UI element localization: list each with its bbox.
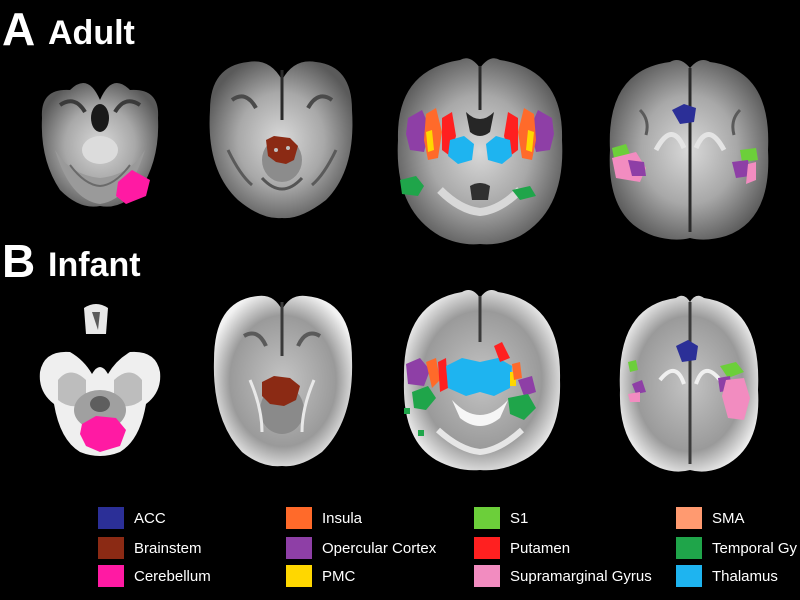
adult-slice-cerebellum: [41, 82, 159, 207]
infant-temporal-right-roi: [508, 394, 536, 420]
legend-item-putamen: Putamen: [474, 536, 570, 560]
legend-swatch: [98, 507, 124, 529]
legend-label: Cerebellum: [134, 567, 211, 585]
infant-temporal-left-roi: [412, 386, 436, 410]
infant-insula-right-roi: [512, 362, 522, 380]
legend: ACC Brainstem Cerebellum Insula Opercula…: [0, 500, 800, 600]
infant-putamen-left-roi: [438, 358, 448, 392]
adult-thalamus-left-roi: [448, 136, 474, 164]
infant-acc-roi: [676, 340, 698, 362]
panel-title-adult: Adult: [48, 14, 135, 52]
legend-label: Putamen: [510, 539, 571, 557]
legend-item-brainstem: Brainstem: [98, 536, 202, 560]
legend-item-acc: ACC: [98, 506, 166, 530]
infant-putamen-right-roi: [494, 342, 510, 362]
infant-cerebellum-roi: [80, 416, 126, 452]
infant-slice-supramarginal: [619, 295, 759, 472]
adult-brainstem-roi: [266, 136, 298, 164]
adult-slice-basal-ganglia: [397, 58, 563, 245]
legend-swatch: [676, 537, 702, 559]
legend-swatch: [286, 537, 312, 559]
infant-opercular-right-roi: [518, 376, 536, 396]
legend-swatch: [474, 537, 500, 559]
infant-slice-cerebellum: [39, 304, 161, 456]
legend-label: Brainstem: [134, 539, 202, 557]
legend-label: Insula: [322, 509, 363, 527]
infant-s1-right-roi: [720, 362, 744, 378]
legend-item-cerebellum: Cerebellum: [98, 564, 211, 588]
legend-swatch: [98, 537, 124, 559]
legend-label: Supramarginal Gyrus: [510, 567, 652, 585]
legend-item-supramarginal-gyrus: Supramarginal Gyrus: [474, 564, 652, 588]
panel-letter-b: B: [2, 235, 36, 287]
legend-label: ACC: [134, 509, 166, 527]
adult-thalamus-right-roi: [486, 136, 512, 164]
infant-thalamus-roi: [446, 358, 512, 396]
infant-opercular-left-roi: [406, 358, 430, 386]
adult-s1-left-roi: [612, 144, 630, 158]
legend-item-s1: S1: [474, 506, 528, 530]
infant-slice-brainstem: [213, 295, 353, 467]
infant-opercular-left-roi-2: [632, 380, 646, 394]
adult-temporal-right-roi: [512, 186, 536, 200]
legend-swatch: [98, 565, 124, 587]
legend-swatch: [474, 507, 500, 529]
legend-item-pmc: PMC: [286, 564, 355, 588]
adult-opercular-right-roi: [530, 110, 554, 152]
legend-label: Temporal Gy: [712, 539, 798, 557]
legend-item-insula: Insula: [286, 506, 362, 530]
adult-opercular-right-roi-2: [732, 160, 750, 178]
legend-swatch: [676, 565, 702, 587]
adult-opercular-left-roi-2: [628, 160, 646, 176]
legend-label: PMC: [322, 567, 356, 585]
adult-pmc-left-roi: [426, 130, 434, 152]
infant-insula-left-roi: [426, 358, 440, 388]
adult-slice-brainstem: [209, 61, 353, 219]
adult-temporal-left-roi: [400, 176, 424, 196]
infant-slice-basal-ganglia: [403, 290, 561, 471]
infant-brainstem-roi: [262, 376, 300, 406]
legend-item-opercular-cortex: Opercular Cortex: [286, 536, 436, 560]
adult-supramarginal-right-roi: [746, 162, 756, 184]
adult-cerebellum-roi: [116, 170, 150, 204]
adult-slice-supramarginal: [609, 60, 769, 240]
legend-item-thalamus: Thalamus: [676, 564, 778, 588]
legend-label: SMA: [712, 509, 745, 527]
legend-item-sma: SMA: [676, 506, 745, 530]
legend-swatch: [474, 565, 500, 587]
panel-letter-a: A: [2, 3, 36, 55]
brain-slices-figure: [39, 58, 769, 472]
infant-supramarginal-left-roi: [628, 392, 640, 402]
adult-pmc-right-roi: [526, 130, 534, 152]
panel-title-infant: Infant: [48, 246, 141, 284]
legend-item-temporal-gyrus: Temporal Gy: [676, 536, 797, 560]
legend-swatch: [676, 507, 702, 529]
legend-swatch: [286, 565, 312, 587]
adult-acc-roi: [672, 104, 696, 124]
legend-label: Opercular Cortex: [322, 539, 437, 557]
legend-label: S1: [510, 509, 529, 527]
infant-s1-left-roi: [628, 360, 638, 372]
adult-opercular-left-roi: [406, 110, 430, 152]
adult-s1-right-roi: [740, 148, 758, 162]
legend-swatch: [286, 507, 312, 529]
infant-supramarginal-right-roi: [722, 378, 750, 420]
legend-label: Thalamus: [712, 567, 778, 585]
